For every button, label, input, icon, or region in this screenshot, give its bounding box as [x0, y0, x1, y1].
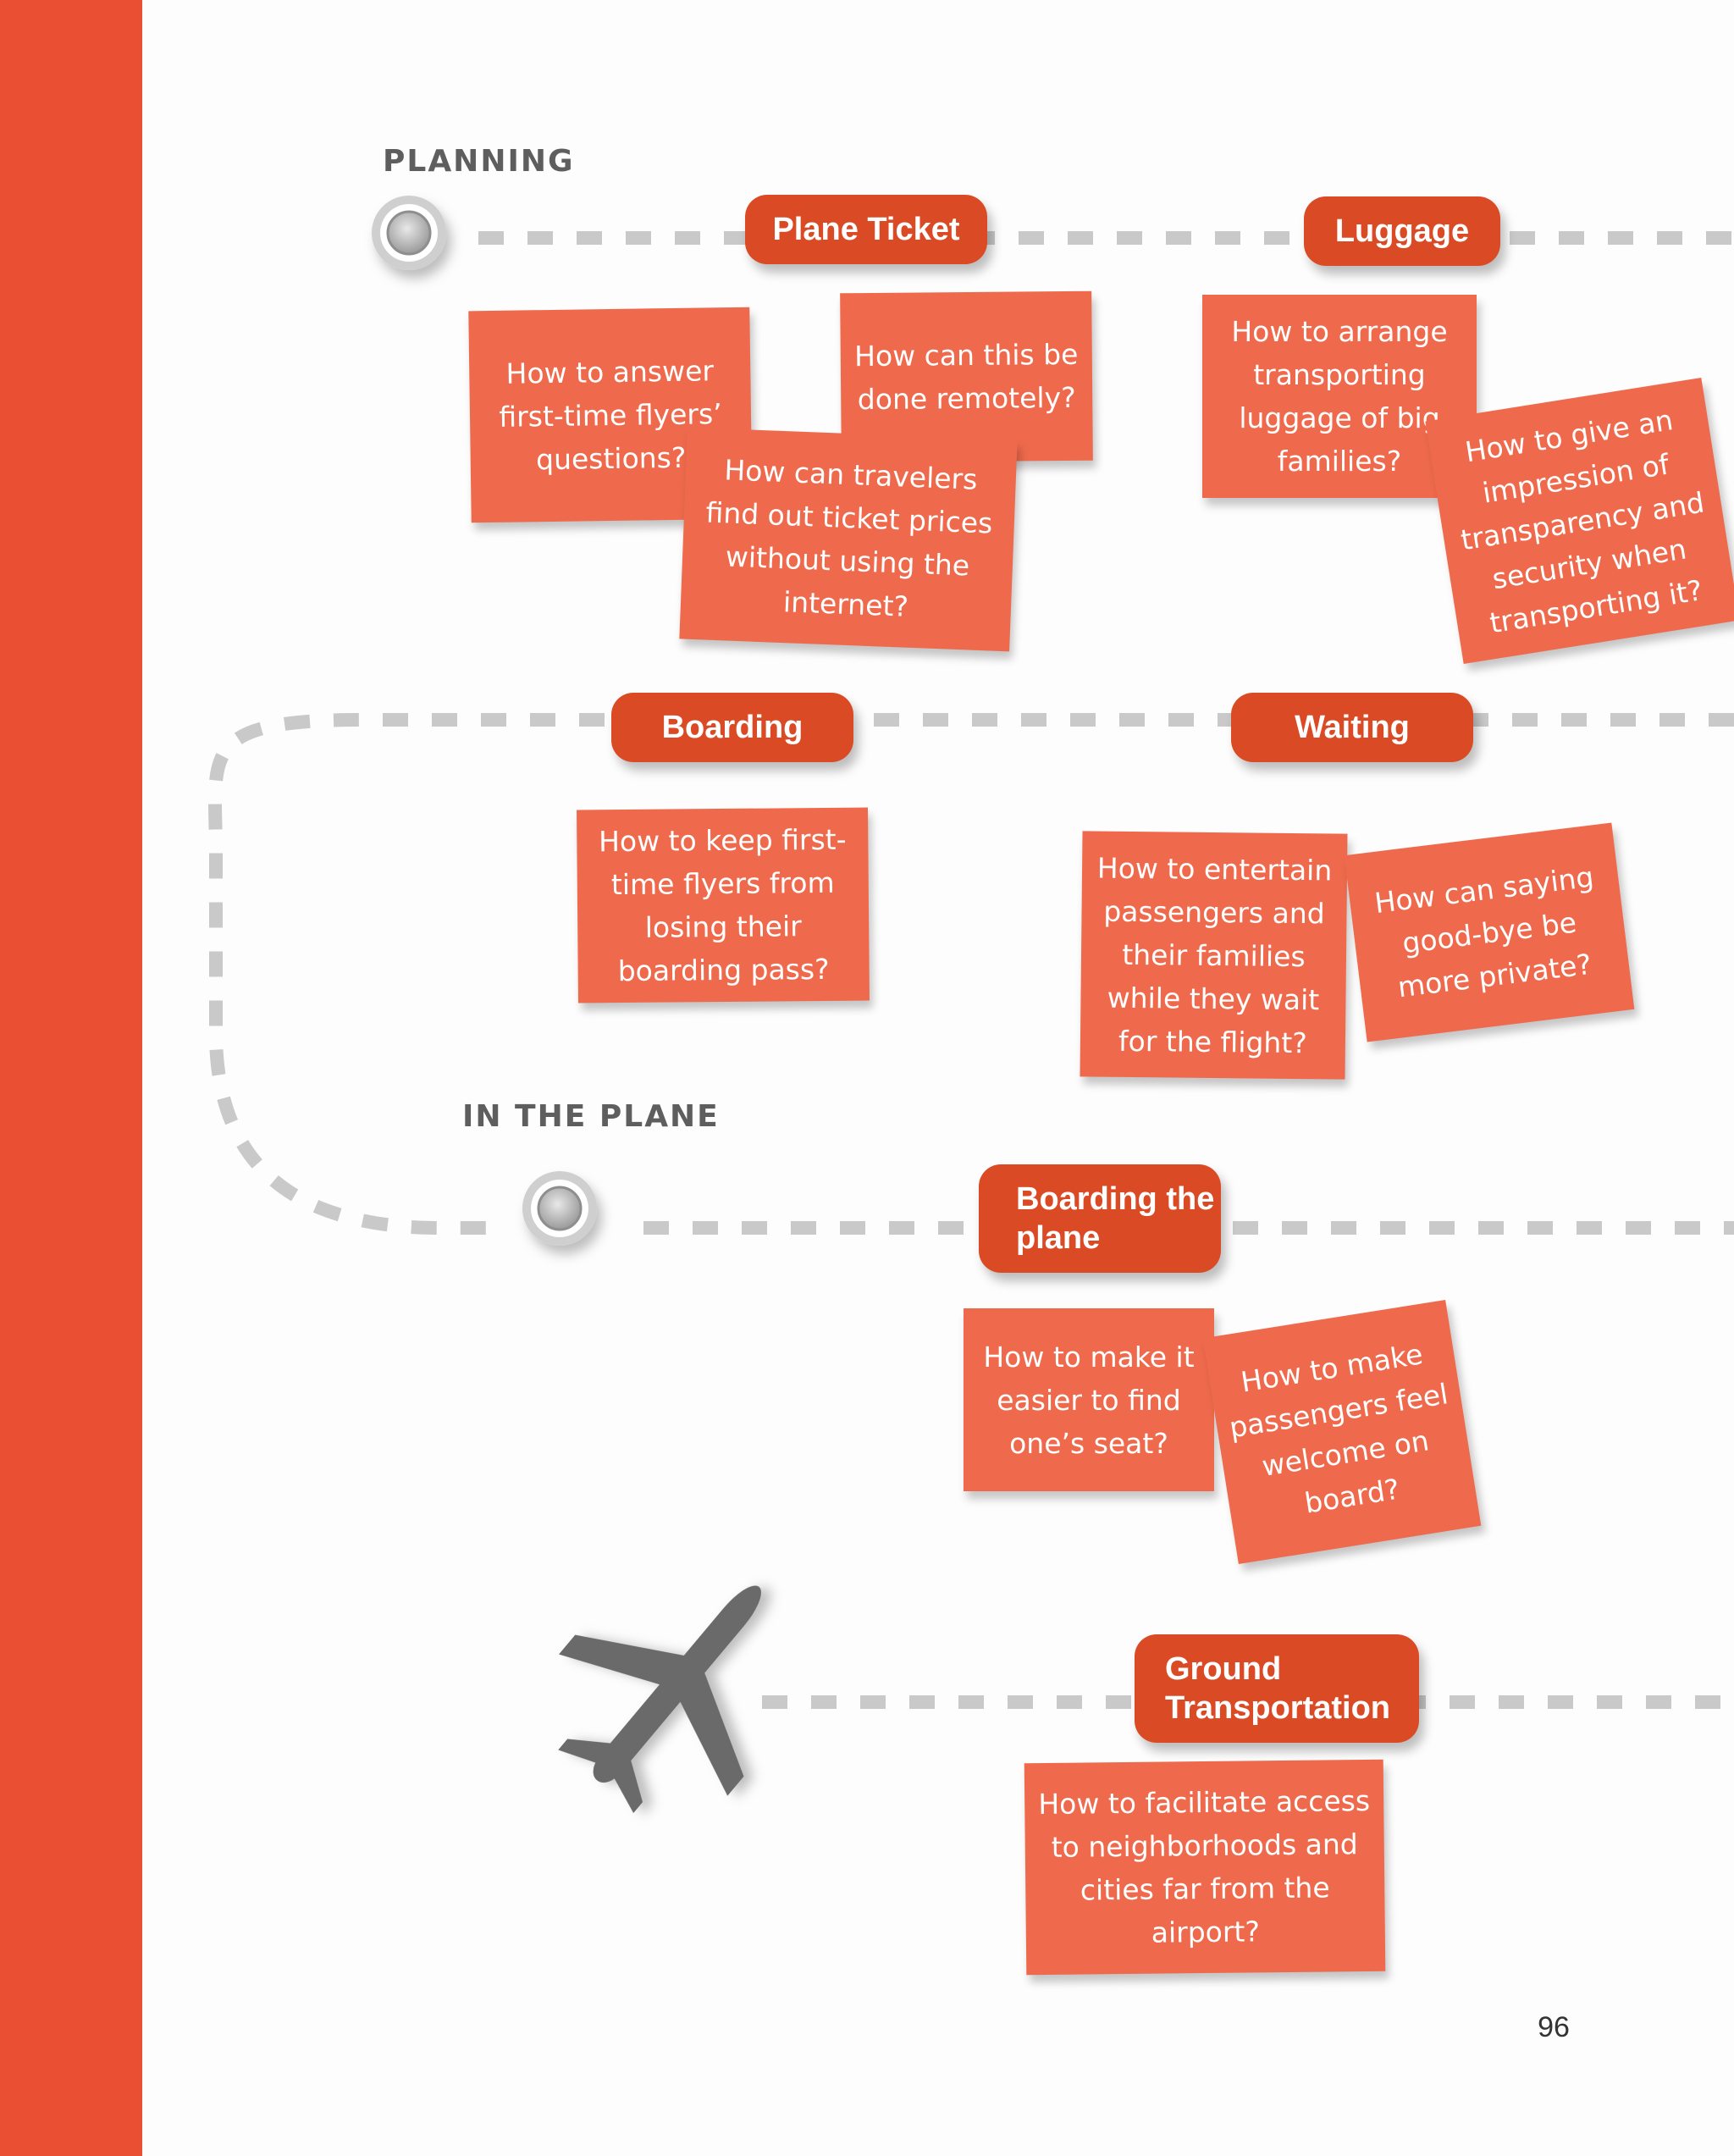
luggage-step: Luggage — [1304, 196, 1500, 266]
sticky-note: How to entertain passengers and their fa… — [1080, 831, 1348, 1080]
sticky-note: How can travelers find out ticket prices… — [679, 427, 1018, 652]
sticky-note: How to keep first-time flyers from losin… — [577, 807, 870, 1003]
boarding-path-curve — [208, 713, 1734, 1235]
sticky-note: How to make it easier to find one’s seat… — [964, 1308, 1214, 1491]
side-color-bar — [0, 0, 142, 2156]
sticky-note: How to make passengers feel welcome on b… — [1202, 1299, 1482, 1565]
sticky-note: How to give an impression of transparenc… — [1425, 377, 1734, 665]
in-the-plane-milestone-icon — [522, 1171, 597, 1246]
in-the-plane-phase-label: IN THE PLANE — [462, 1099, 720, 1134]
airplane-icon — [558, 1585, 761, 1814]
planning-phase-label: PLANNING — [383, 144, 575, 179]
waiting-step: Waiting — [1231, 693, 1473, 762]
boarding-step: Boarding — [611, 693, 853, 762]
plane-ticket-step: Plane Ticket — [745, 195, 987, 264]
sticky-note: How to facilitate access to neighborhood… — [1024, 1759, 1386, 1976]
sticky-note: How can saying good-bye be more private? — [1344, 822, 1635, 1042]
ground-transportation-step: Ground Transportation — [1135, 1634, 1419, 1743]
boarding-the-plane-step: Boarding the plane — [979, 1164, 1221, 1273]
page-number: 96 — [1538, 2011, 1570, 2043]
planning-milestone-icon — [372, 196, 446, 270]
sticky-note: How to arrange transporting luggage of b… — [1202, 295, 1477, 498]
